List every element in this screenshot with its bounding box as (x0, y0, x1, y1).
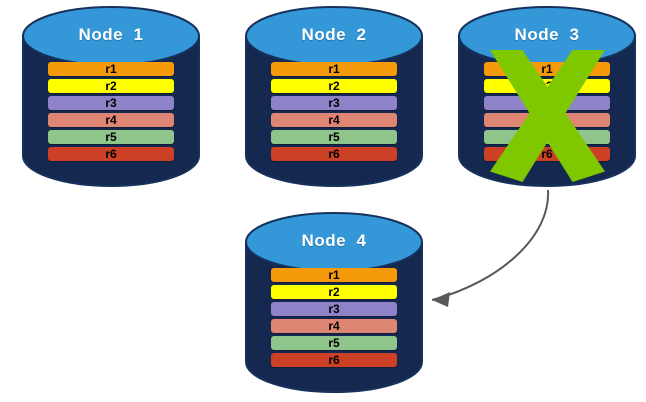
row-r3[interactable]: r3 (271, 96, 397, 110)
cylinder-top-cap (22, 6, 200, 66)
row-r6[interactable]: r6 (48, 147, 174, 161)
cylinder-top-cap (245, 6, 423, 66)
row-r6[interactable]: r6 (271, 147, 397, 161)
arrow-line (431, 189, 550, 301)
node-3-rows: r1 r2 r3 r4 r5 r6 (458, 62, 636, 161)
node-1-rows: r1 r2 r3 r4 r5 r6 (22, 62, 200, 161)
cylinder-top-cap (458, 6, 636, 66)
row-r2[interactable]: r2 (484, 79, 610, 93)
row-r5[interactable]: r5 (48, 130, 174, 144)
row-r1[interactable]: r1 (271, 62, 397, 76)
row-r3[interactable]: r3 (484, 96, 610, 110)
row-r1[interactable]: r1 (271, 268, 397, 282)
row-r5[interactable]: r5 (484, 130, 610, 144)
row-r4[interactable]: r4 (48, 113, 174, 127)
row-r2[interactable]: r2 (271, 285, 397, 299)
node-4-rows: r1 r2 r3 r4 r5 r6 (245, 268, 423, 367)
arrow-head (432, 292, 450, 307)
row-r4[interactable]: r4 (271, 319, 397, 333)
row-r4[interactable]: r4 (271, 113, 397, 127)
cylinder-top-cap (245, 212, 423, 272)
row-r4[interactable]: r4 (484, 113, 610, 127)
row-r1[interactable]: r1 (484, 62, 610, 76)
row-r3[interactable]: r3 (271, 302, 397, 316)
row-r3[interactable]: r3 (48, 96, 174, 110)
row-r5[interactable]: r5 (271, 336, 397, 350)
row-r2[interactable]: r2 (48, 79, 174, 93)
row-r6[interactable]: r6 (271, 353, 397, 367)
row-r6[interactable]: r6 (484, 147, 610, 161)
row-r5[interactable]: r5 (271, 130, 397, 144)
row-r2[interactable]: r2 (271, 79, 397, 93)
row-r1[interactable]: r1 (48, 62, 174, 76)
node-2-rows: r1 r2 r3 r4 r5 r6 (245, 62, 423, 161)
